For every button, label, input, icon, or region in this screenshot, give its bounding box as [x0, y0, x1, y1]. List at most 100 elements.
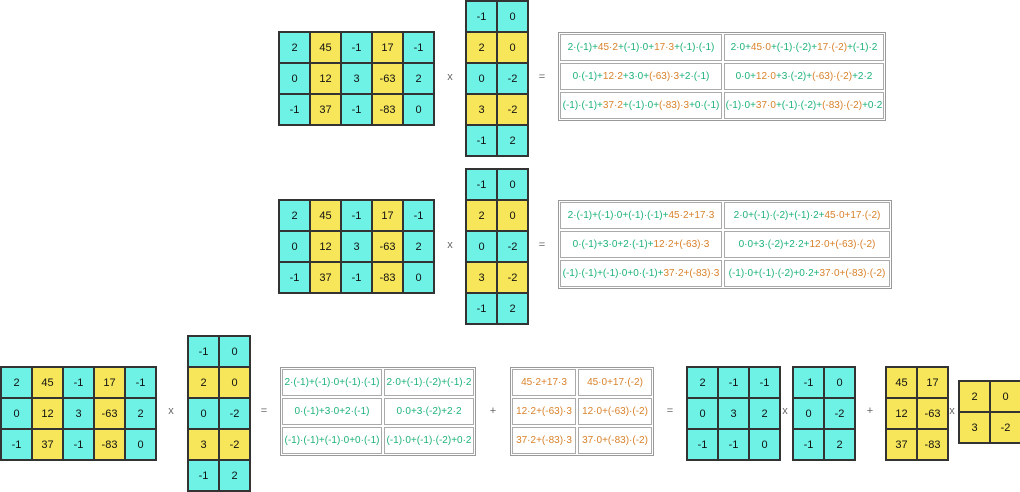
matrix-cell: -1	[466, 1, 497, 32]
matrix-cell: 45	[310, 32, 341, 63]
product-term: +3·(-2)+	[775, 71, 813, 82]
product-term: (-1)·(-1)+	[562, 100, 603, 111]
product-cell: 2·(-1)+(-1)·0+(-1)·(-1)+45·2+17·3	[560, 202, 722, 229]
product-table-1: 2·(-1)+45·2+(-1)·0+17·3+(-1)·(-1)2·0+45·…	[558, 32, 886, 121]
matrix-cell: 3	[63, 398, 94, 429]
matrix-cell: 0	[403, 262, 434, 293]
matrix-cell: -1	[188, 336, 219, 367]
matrix-cell: 0	[749, 429, 780, 460]
matrix-cell: 0	[1, 398, 32, 429]
product-term: 17·3	[654, 42, 675, 53]
operator-eq: =	[666, 405, 674, 417]
matrix-cell: 45	[886, 367, 917, 398]
product-cell: 2·(-1)+45·2+(-1)·0+17·3+(-1)·(-1)	[560, 34, 722, 61]
matrix-cell: 0	[466, 63, 497, 94]
matrix-cell: -1	[687, 429, 718, 460]
operator-plus: +	[866, 405, 874, 417]
product-cell: 0·(-1)+3·0+2·(-1)	[282, 398, 382, 425]
product-term: 2·0+(-1)·(-2)+(-1)·2+	[733, 210, 825, 221]
matrix-cell: 2	[497, 293, 528, 324]
product-term: (-1)·0+(-1)·(-2)+0·2	[386, 435, 472, 446]
matrix-cell: -1	[466, 293, 497, 324]
operator-eq: =	[260, 405, 268, 417]
matrix-cell: 0	[279, 231, 310, 262]
matrix-cell: 2	[403, 231, 434, 262]
product-term: +(-1)·0+	[622, 100, 660, 111]
product-term: 45·2	[597, 42, 618, 53]
product-cell: 37·2+(-83)·3	[512, 427, 576, 454]
matrix-cell: -1	[279, 262, 310, 293]
matrix-cell: -1	[718, 367, 749, 398]
matrix-cell: -1	[188, 460, 219, 491]
matrix-cell: 2	[959, 381, 990, 412]
product-term: (-83)·(-2)	[822, 100, 863, 111]
product-term: 2·(-1)+(-1)·0+(-1)·(-1)+	[567, 210, 669, 221]
matrix-cell: -1	[718, 429, 749, 460]
operator-times: x	[447, 239, 453, 251]
product-term: 37·2+(-83)·3	[663, 268, 720, 279]
product-cell: 12·0+(-63)·(-2)	[578, 398, 652, 425]
matrix-cell: -83	[917, 429, 948, 460]
product-term: 2·0+	[730, 42, 751, 53]
product-cell: (-1)·(-1)+37·2+(-1)·0+(-83)·3+0·(-1)	[560, 92, 722, 119]
matrix-cell: 0	[824, 367, 855, 398]
matrix-cell: -1	[403, 200, 434, 231]
matrix-cell: -1	[279, 94, 310, 125]
matrix-cell: -2	[219, 429, 250, 460]
product-cell: 2·0+(-1)·(-2)+(-1)·2+45·0+17·(-2)	[724, 202, 890, 229]
product-term: 45·2+17·3	[521, 377, 567, 388]
product-term: 0·(-1)+3·0+2·(-1)+	[572, 239, 654, 250]
matrix-cell: -63	[94, 398, 125, 429]
product-cell: 45·0+17·(-2)	[578, 369, 652, 396]
product-term: +(-1)·2	[847, 42, 878, 53]
matrix-cell: 12	[310, 63, 341, 94]
matrix-cell: 3	[188, 429, 219, 460]
matrix-cell: -1	[403, 32, 434, 63]
matrix-cell: 45	[310, 200, 341, 231]
product-term: +0·(-1)	[689, 100, 720, 111]
product-term: 2·(-1)+(-1)·0+(-1)·(-1)	[284, 377, 380, 388]
product-term: 45·0+17·(-2)	[824, 210, 881, 221]
matrix-cell: 0	[279, 63, 310, 94]
matrix-cell: 2	[824, 429, 855, 460]
product-cell: 37·0+(-83)·(-2)	[578, 427, 652, 454]
matrix-cell: 17	[917, 367, 948, 398]
matrix-cell: -1	[749, 367, 780, 398]
matrix-cell: -1	[341, 94, 372, 125]
product-term: 45·0	[750, 42, 771, 53]
product-cell: 45·2+17·3	[512, 369, 576, 396]
product-term: (-1)·0+(-1)·(-2)+0·2+	[728, 268, 820, 279]
product-term: 37·0+(-83)·(-2)	[819, 268, 886, 279]
matrix-cell: 0	[990, 381, 1020, 412]
matrix-cell: 37	[886, 429, 917, 460]
product-term: (-63)·(-2)	[812, 71, 853, 82]
product-term: 12·2+(-63)·3	[516, 406, 572, 417]
matrix-cell: 2	[279, 32, 310, 63]
matrix-cell: 2	[1, 367, 32, 398]
product-cell: (-1)·(-1)+(-1)·0+0·(-1)+37·2+(-83)·3	[560, 260, 722, 287]
product-term: +(-1)·0+	[617, 42, 655, 53]
product-term: 12·0+(-63)·(-2)	[809, 239, 876, 250]
matrix-cell: -1	[125, 367, 156, 398]
matrix-cell: 37	[310, 262, 341, 293]
matrix-cell: 45	[32, 367, 63, 398]
matrix-cell: 2	[188, 367, 219, 398]
matrix-cell: -2	[497, 63, 528, 94]
product-term: +2·(-1)	[679, 71, 710, 82]
matrix-cell: 3	[959, 412, 990, 443]
matrix-cell: 0	[793, 398, 824, 429]
product-term: 12·0	[755, 71, 776, 82]
green-product-table: 2·(-1)+(-1)·0+(-1)·(-1)2·0+(-1)·(-2)+(-1…	[280, 367, 476, 456]
matrix-cell: -1	[793, 429, 824, 460]
matrix-cell: 2	[749, 398, 780, 429]
product-term: 37·2	[602, 100, 623, 111]
matrix-cell: 3	[466, 262, 497, 293]
matrix-cell: -1	[793, 367, 824, 398]
